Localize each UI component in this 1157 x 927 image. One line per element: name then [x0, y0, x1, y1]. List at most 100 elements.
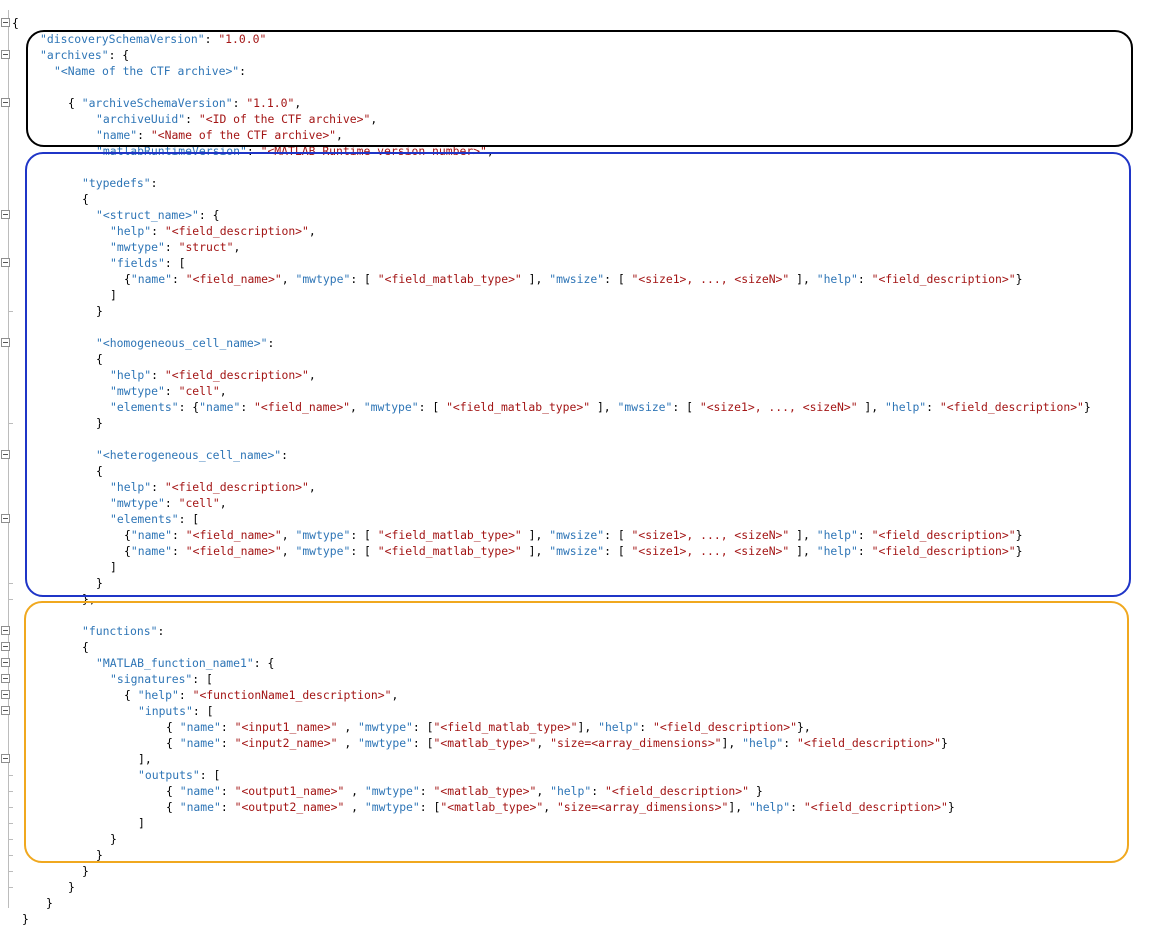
fold-toggle-icon[interactable] — [1, 690, 10, 699]
json-punctuation-token: : — [790, 800, 804, 814]
json-string-token: "<size1>, ..., <sizeN>" — [631, 544, 790, 558]
json-punctuation-token: } — [1015, 528, 1023, 542]
code-line: "matlabRuntimeVersion": "<MATLAB Runtime… — [96, 143, 494, 159]
json-punctuation-token: , — [281, 528, 296, 542]
fold-toggle-icon[interactable] — [1, 338, 10, 347]
json-key-token: "elements" — [110, 400, 179, 414]
code-line: "typedefs": — [82, 175, 157, 191]
json-string-token: "<field_description>" — [604, 784, 749, 798]
json-key-token: "mwtype" — [295, 544, 351, 558]
json-key-token: "typedefs" — [82, 176, 151, 190]
json-key-token: "mwtype" — [363, 400, 419, 414]
json-punctuation-token: { — [12, 16, 19, 30]
json-string-token: "<field_matlab_type>" — [446, 400, 591, 414]
fold-toggle-icon[interactable] — [1, 450, 10, 459]
json-punctuation-token: : — [220, 720, 235, 734]
json-punctuation-token: , — [294, 96, 302, 110]
json-punctuation-token: , — [536, 736, 551, 750]
fold-toggle-icon[interactable] — [1, 514, 10, 523]
json-key-token: "help" — [816, 528, 858, 542]
json-punctuation-token: : — [232, 96, 247, 110]
json-string-token: "<size1>, ..., <sizeN>" — [631, 272, 790, 286]
json-punctuation-token: : — [591, 784, 605, 798]
json-key-token: "mwtype" — [110, 496, 165, 510]
json-punctuation-token: } — [96, 848, 103, 862]
code-line: { "name": "<output2_name>" , "mwtype": [… — [166, 799, 955, 815]
json-punctuation-token: : — [164, 384, 179, 398]
fold-toggle-icon[interactable] — [1, 754, 10, 763]
json-key-token: "help" — [748, 800, 791, 814]
json-punctuation-token: : — [239, 64, 247, 78]
json-string-token: "<output1_name>" — [234, 784, 345, 798]
json-punctuation-token: } — [1015, 544, 1023, 558]
json-string-token: "<field_description>" — [939, 400, 1084, 414]
json-string-token: "<output2_name>" — [234, 800, 345, 814]
json-key-token: "help" — [110, 224, 152, 238]
fold-toggle-icon[interactable] — [1, 18, 10, 27]
json-string-token: "<Name of the CTF archive>" — [150, 128, 337, 142]
json-string-token: "<matlab_type>" — [433, 784, 537, 798]
json-key-token: "mwtype" — [295, 528, 351, 542]
json-key-token: "name" — [130, 544, 173, 558]
json-punctuation-token: : — [164, 496, 179, 510]
fold-toggle-icon[interactable] — [1, 50, 10, 59]
fold-toggle-icon[interactable] — [1, 98, 10, 107]
fold-toggle-icon[interactable] — [1, 706, 10, 715]
json-key-token: "archiveSchemaVersion" — [81, 96, 233, 110]
code-line: {"name": "<field_name>", "mwtype": [ "<f… — [124, 527, 1022, 543]
json-punctuation-token: : — [172, 544, 186, 558]
json-string-token: "<field_description>" — [164, 480, 309, 494]
json-key-token: "<heterogeneous_cell_name>" — [96, 448, 282, 462]
code-line: "<struct_name>": { — [96, 207, 219, 223]
json-string-token: "<field_name>" — [254, 400, 351, 414]
fold-toggle-icon[interactable] — [1, 210, 10, 219]
json-punctuation-token: } — [96, 416, 103, 430]
json-string-token: "1.1.0" — [246, 96, 295, 110]
fold-end-tick — [8, 775, 13, 776]
code-line: { — [82, 639, 89, 655]
fold-toggle-icon[interactable] — [1, 642, 10, 651]
json-string-token: "<ID of the CTF archive>" — [198, 112, 371, 126]
json-punctuation-token: , — [308, 368, 316, 382]
fold-end-tick — [8, 599, 13, 600]
code-line: { — [96, 463, 103, 479]
json-punctuation-token: : { — [253, 656, 275, 670]
json-key-token: "signatures" — [110, 672, 193, 686]
json-punctuation-token: , — [281, 544, 296, 558]
json-punctuation-token: : — [220, 800, 235, 814]
fold-toggle-icon[interactable] — [1, 626, 10, 635]
fold-toggle-icon[interactable] — [1, 658, 10, 667]
json-punctuation-token: : — [220, 784, 235, 798]
json-string-token: "<matlab_type>" — [440, 800, 544, 814]
fold-end-tick — [8, 887, 13, 888]
json-key-token: "mwsize" — [549, 528, 605, 542]
json-string-token: "<field_description>" — [652, 720, 797, 734]
fold-toggle-icon[interactable] — [1, 674, 10, 683]
fold-end-tick — [8, 871, 13, 872]
json-punctuation-token: : [ — [164, 256, 186, 270]
json-punctuation-token: : — [267, 336, 275, 350]
json-punctuation-token: : [ — [419, 800, 441, 814]
json-key-token: "help" — [816, 544, 858, 558]
json-punctuation-token: : — [857, 544, 872, 558]
json-punctuation-token: { — [124, 688, 138, 702]
json-punctuation-token: } — [96, 304, 103, 318]
json-key-token: "help" — [550, 784, 592, 798]
fold-toggle-icon[interactable] — [1, 258, 10, 267]
code-line: "fields": [ — [110, 255, 185, 271]
json-key-token: "functions" — [82, 624, 158, 638]
json-punctuation-token: , — [336, 128, 343, 142]
json-punctuation-token: : [ — [199, 768, 221, 782]
json-key-token: "mwtype" — [364, 784, 420, 798]
json-punctuation-token: , — [391, 688, 399, 702]
json-punctuation-token: , — [486, 144, 494, 158]
json-punctuation-token: } — [96, 576, 103, 590]
json-punctuation-token: : — [172, 528, 186, 542]
code-line: "<heterogeneous_cell_name>": — [96, 447, 288, 463]
json-punctuation-token: { — [96, 352, 103, 366]
code-line: "inputs": [ — [138, 703, 213, 719]
json-string-token: "size=<array_dimensions>" — [556, 800, 729, 814]
code-line: { "archiveSchemaVersion": "1.1.0", — [68, 95, 301, 111]
json-punctuation-token: ], — [789, 528, 817, 542]
